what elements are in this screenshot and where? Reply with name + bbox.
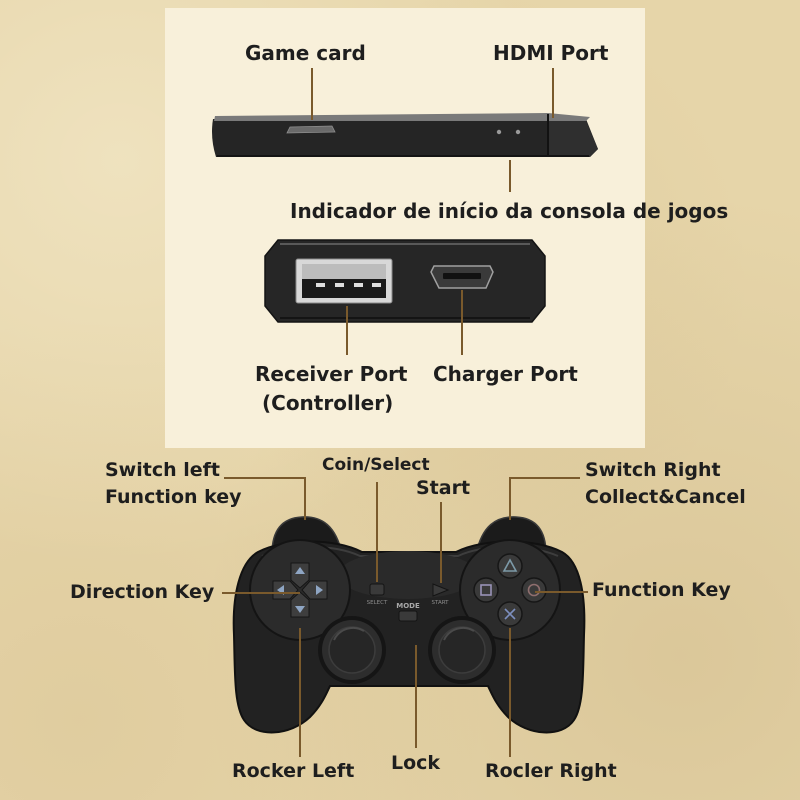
start-printed-text: START (432, 600, 450, 606)
leader-lines (222, 68, 588, 757)
select-button: SELECT (367, 583, 388, 606)
triangle-button (497, 553, 523, 579)
micro-usb-charger-port (430, 265, 494, 289)
square-icon (480, 584, 492, 596)
hdmi-port-label: HDMI Port (493, 41, 609, 65)
mode-button: MODE (396, 602, 420, 622)
console-info-panel (165, 8, 645, 448)
leader-line-switch-right (509, 477, 580, 520)
cross-icon (504, 608, 516, 620)
usb-receiver-port (295, 258, 393, 304)
mode-printed-text: MODE (396, 602, 420, 610)
start-button: START (432, 583, 450, 606)
coin-select-label: Coin/Select (322, 455, 430, 475)
d-pad-up (290, 562, 310, 589)
indicator-lights (496, 129, 521, 135)
receiver-dongle (264, 239, 546, 323)
switch-left-label: Switch left (105, 459, 220, 481)
receiver-port-sub-label: (Controller) (262, 391, 394, 415)
arrow-up-icon (295, 567, 305, 574)
rocker-left-label: Rocker Left (232, 760, 355, 782)
circle-button (521, 577, 547, 603)
circle-icon (527, 583, 541, 597)
action-buttons (459, 539, 561, 641)
function-key-label: Function Key (592, 579, 731, 601)
square-button (473, 577, 499, 603)
d-pad-right (301, 580, 328, 600)
game-card-slot (286, 125, 336, 134)
gamepad-controller: SELECT START MODE (232, 516, 586, 734)
leader-line-switch-left (224, 477, 306, 520)
charger-port-label: Charger Port (433, 362, 578, 386)
direction-key-label: Direction Key (70, 581, 215, 603)
game-card-label: Game card (245, 41, 366, 65)
console-stick (212, 113, 598, 157)
arrow-down-icon (295, 606, 305, 613)
indicator-label: Indicador de início da consola de jogos (290, 199, 729, 223)
switch-left-function-label: Function key (105, 486, 242, 508)
select-printed-text: SELECT (367, 600, 388, 606)
right-analog-stick (428, 616, 496, 684)
arrow-right-icon (316, 585, 323, 595)
console-stick-top-face (214, 113, 590, 121)
hdmi-connector (548, 121, 598, 157)
console-stick-body (212, 119, 598, 157)
switch-right-label: Switch Right (585, 459, 721, 481)
start-label: Start (416, 477, 471, 499)
triangle-icon (502, 558, 518, 572)
switch-right-collect-label: Collect&Cancel (585, 486, 746, 508)
cross-button (497, 601, 523, 627)
lock-label: Lock (391, 752, 441, 774)
left-analog-stick (318, 616, 386, 684)
d-pad-left (272, 580, 299, 600)
d-pad-down (290, 591, 310, 618)
receiver-port-label: Receiver Port (255, 362, 408, 386)
rocker-right-label: Rocler Right (485, 760, 617, 782)
